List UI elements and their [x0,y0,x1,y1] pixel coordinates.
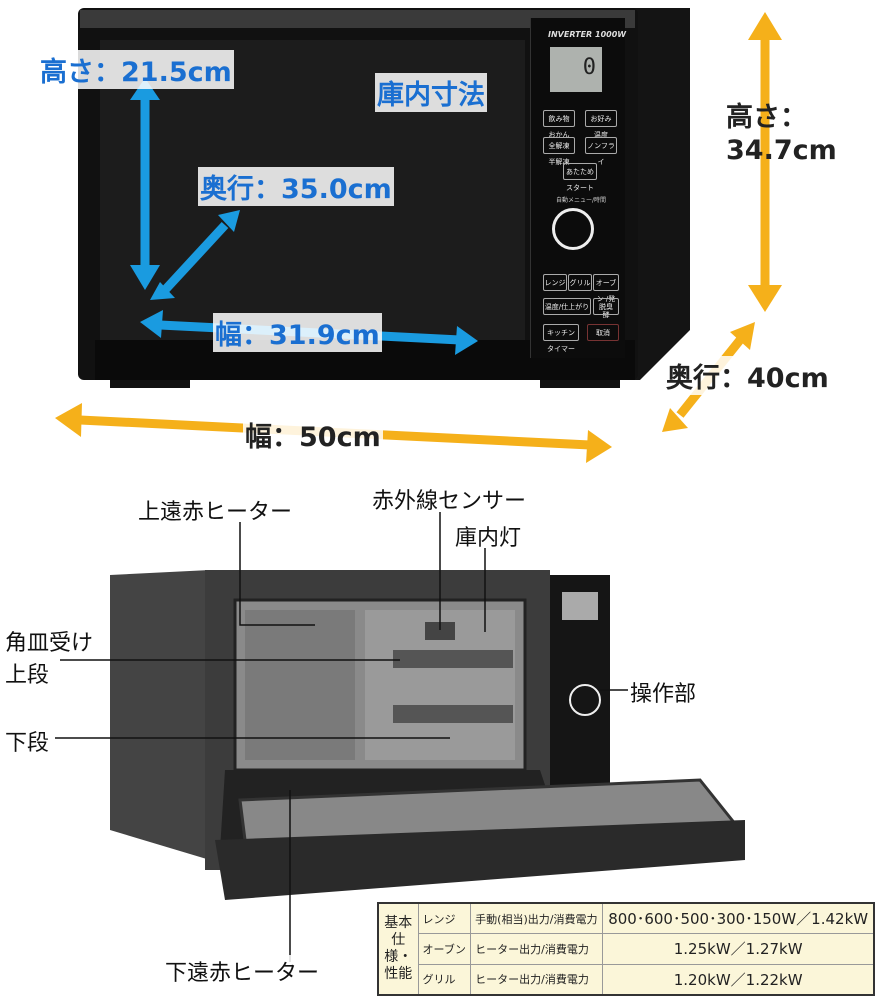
leader-lines [55,512,628,962]
ir-sensor-label: 赤外線センサー [372,489,527,514]
exterior-depth-label: 奥行：40cm [664,356,831,395]
microwave-open-view [110,570,745,900]
controls-label: 操作部 [630,682,697,707]
item-cell: ヒーター出力/消費電力 [470,963,604,996]
inverter-badge: INVERTER 1000W [548,30,627,39]
exterior-height-label: 高さ： [726,102,807,133]
lower-rail-label: 下段 [5,731,50,756]
mode-cell: グリル [417,963,472,996]
value-cell: 800･600･500･300･150W／1.42kW [602,902,875,935]
mode-cell: オーブン [417,933,472,965]
deodorize-button[interactable]: 脱臭 [593,298,619,315]
temperature-button[interactable]: 温度/仕上がり [543,298,591,315]
interior-width-label: 幅：31.9cm [213,313,382,352]
interior-dimensions-title: 庫内寸法 [375,73,487,112]
warm-start-button[interactable]: あたため スタート [563,163,597,192]
exterior-height-value: 34.7cm [726,135,837,166]
menu-dial[interactable] [552,208,594,250]
mode-cell: レンジ [417,902,472,935]
upper-heater-label: 上遠赤ヒーター [138,500,293,525]
kitchen-timer-button[interactable]: キッチン タイマー [543,324,579,353]
interior-height-label: 高さ：21.5cm [38,50,234,89]
item-cell: ヒーター出力/消費電力 [470,933,604,965]
dial-label: 自動メニュー/時間 [556,197,607,204]
oven-button[interactable]: オーブン /発酵 [593,274,619,319]
defrost-button[interactable]: 全解凍 半解凍 [543,137,575,166]
interior-dimension-arrows [130,78,478,355]
item-cell: 手動(相当)出力/消費電力 [470,902,604,935]
table-row: グリル ヒーター出力/消費電力 1.20kW／1.22kW [378,963,875,996]
interior-depth-label: 奥行：35.0cm [198,167,394,206]
exterior-width-label: 幅：50cm [243,415,383,454]
preference-button[interactable]: お好み 温度 [585,110,617,139]
display: 0 [550,47,602,92]
tray-rail-label: 角皿受け [5,631,94,656]
table-row: 基本仕様・性能 レンジ 手動(相当)出力/消費電力 800･600･500･30… [377,902,875,996]
value-cell: 1.25kW／1.27kW [602,933,875,965]
spec-heading: 基本仕様・性能 [377,902,419,996]
spec-table: 基本仕様・性能 レンジ 手動(相当)出力/消費電力 800･600･500･30… [377,902,875,996]
nonfry-button[interactable]: ノンフライ [585,137,617,166]
grill-button[interactable]: グリル [568,274,592,291]
lower-heater-label: 下遠赤ヒーター [163,955,322,987]
upper-rail-label: 上段 [5,663,50,688]
cancel-button[interactable]: 取消 [587,324,619,341]
value-cell: 1.20kW／1.22kW [602,963,875,996]
drink-button[interactable]: 飲み物 おかん [543,110,575,139]
lamp-label: 庫内灯 [455,526,522,551]
range-button[interactable]: レンジ [543,274,567,291]
table-row: オーブン ヒーター出力/消費電力 1.25kW／1.27kW [378,933,875,965]
